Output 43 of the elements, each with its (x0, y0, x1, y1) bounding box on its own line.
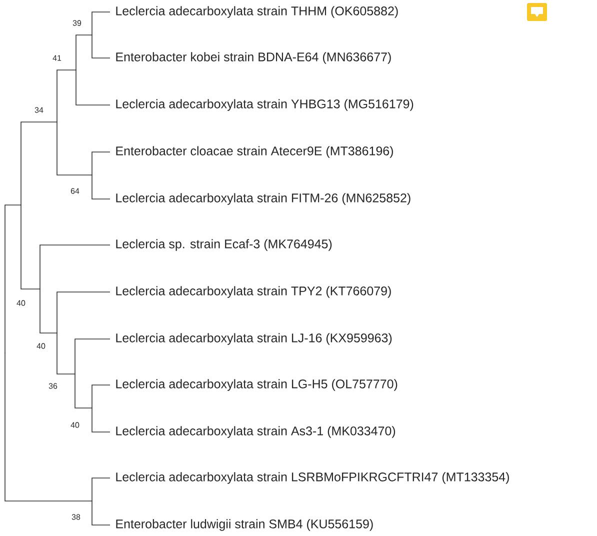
branch-line (56, 122, 92, 176)
bootstrap-value: 40 (16, 300, 26, 306)
taxon-label: Enterobacter ludwigii strain SMB4 (KU556159) (116, 519, 373, 531)
bootstrap-value: 40 (36, 343, 46, 349)
bootstrap-value: 39 (72, 20, 82, 26)
branch-line (4, 204, 22, 354)
taxon-label: Enterobacter kobei strain BDNA-E64 (MN636677) (116, 52, 391, 64)
taxon-label: Leclercia adecarboxylata strain As3-1 (MK033470) (116, 426, 396, 438)
branch-line (92, 408, 110, 432)
branch-line (40, 244, 110, 290)
bootstrap-value: 64 (70, 188, 80, 194)
branch-line (92, 152, 110, 176)
taxon-label: Leclercia adecarboxylata strain THHM (OK605882) (116, 6, 398, 18)
branch-line (40, 288, 58, 334)
branch-line (56, 292, 110, 334)
branch-line (92, 500, 110, 526)
taxon-label: Leclercia sp. strain Ecaf-3 (MK764945) (116, 239, 332, 251)
branch-line (76, 34, 92, 70)
branch-line (20, 204, 40, 290)
bootstrap-value: 34 (34, 107, 44, 113)
bootstrap-value: 38 (72, 514, 80, 520)
branch-line (4, 352, 92, 502)
taxon-label: Leclercia adecarboxylata strain FITM-26 (MN625852) (116, 193, 410, 205)
branch-line (74, 374, 92, 408)
bootstrap-value: 40 (70, 422, 80, 428)
taxon-label: Leclercia adecarboxylata strain LG-H5 (OL757770) (116, 379, 398, 391)
taxon-label: Leclercia adecarboxylata strain YHBG13 (MG516179) (116, 99, 414, 111)
bootstrap-value: 36 (48, 383, 58, 389)
branch-line (92, 384, 110, 408)
branch-line (20, 122, 58, 206)
branch-line (92, 12, 110, 36)
branch-line (92, 174, 110, 200)
taxon-label: Leclercia adecarboxylata strain LJ-16 (KX959963) (116, 333, 392, 345)
branch-line (74, 338, 110, 374)
taxon-label: Enterobacter cloacae strain Atecer9E (MT386196) (116, 146, 393, 158)
branch-line (56, 332, 76, 374)
bootstrap-value: 41 (52, 55, 62, 61)
taxon-label: Leclercia adecarboxylata strain TPY2 (KT766079) (116, 286, 391, 298)
branch-line (56, 70, 76, 122)
branch-line (92, 34, 110, 58)
taxon-label: Leclercia adecarboxylata strain LSRBMoFPIKRGCFTRI47 (MT133354) (116, 472, 509, 484)
branch-line (92, 478, 110, 502)
branch-line (76, 70, 110, 106)
